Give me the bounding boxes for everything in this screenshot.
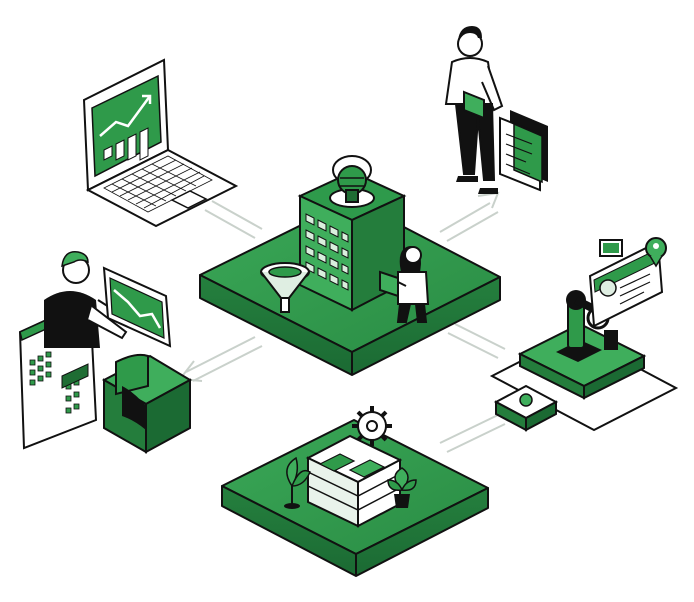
connector-arrow-icon: [447, 323, 506, 359]
plant-icon: [387, 467, 417, 508]
building-block-icon: [305, 434, 403, 528]
connector-arrow-icon: [178, 336, 263, 382]
document-icon: [499, 110, 548, 192]
connector-arrow-icon: [204, 200, 263, 239]
connector-lines: [178, 191, 506, 453]
chart-monitor-icon: [102, 266, 172, 348]
person-with-documents-icon: [444, 26, 504, 194]
connector-arrow-icon: [439, 191, 500, 242]
laptop-icon: [82, 58, 239, 228]
keyboard: [103, 155, 213, 213]
connector-arrow-icon: [439, 414, 506, 453]
satellite-dish-icon: [329, 155, 375, 208]
line-chart-icon: [99, 94, 152, 161]
person-with-tablet-icon: [379, 246, 430, 323]
small-base-tile: [493, 384, 559, 432]
server-machine-icon: [101, 353, 193, 454]
plant-icon: [284, 456, 311, 509]
location-pin-icon: [599, 237, 667, 268]
analyst-at-desk-icon: [18, 251, 128, 450]
funnel-icon: [260, 262, 310, 313]
gear-icon: [352, 406, 392, 446]
